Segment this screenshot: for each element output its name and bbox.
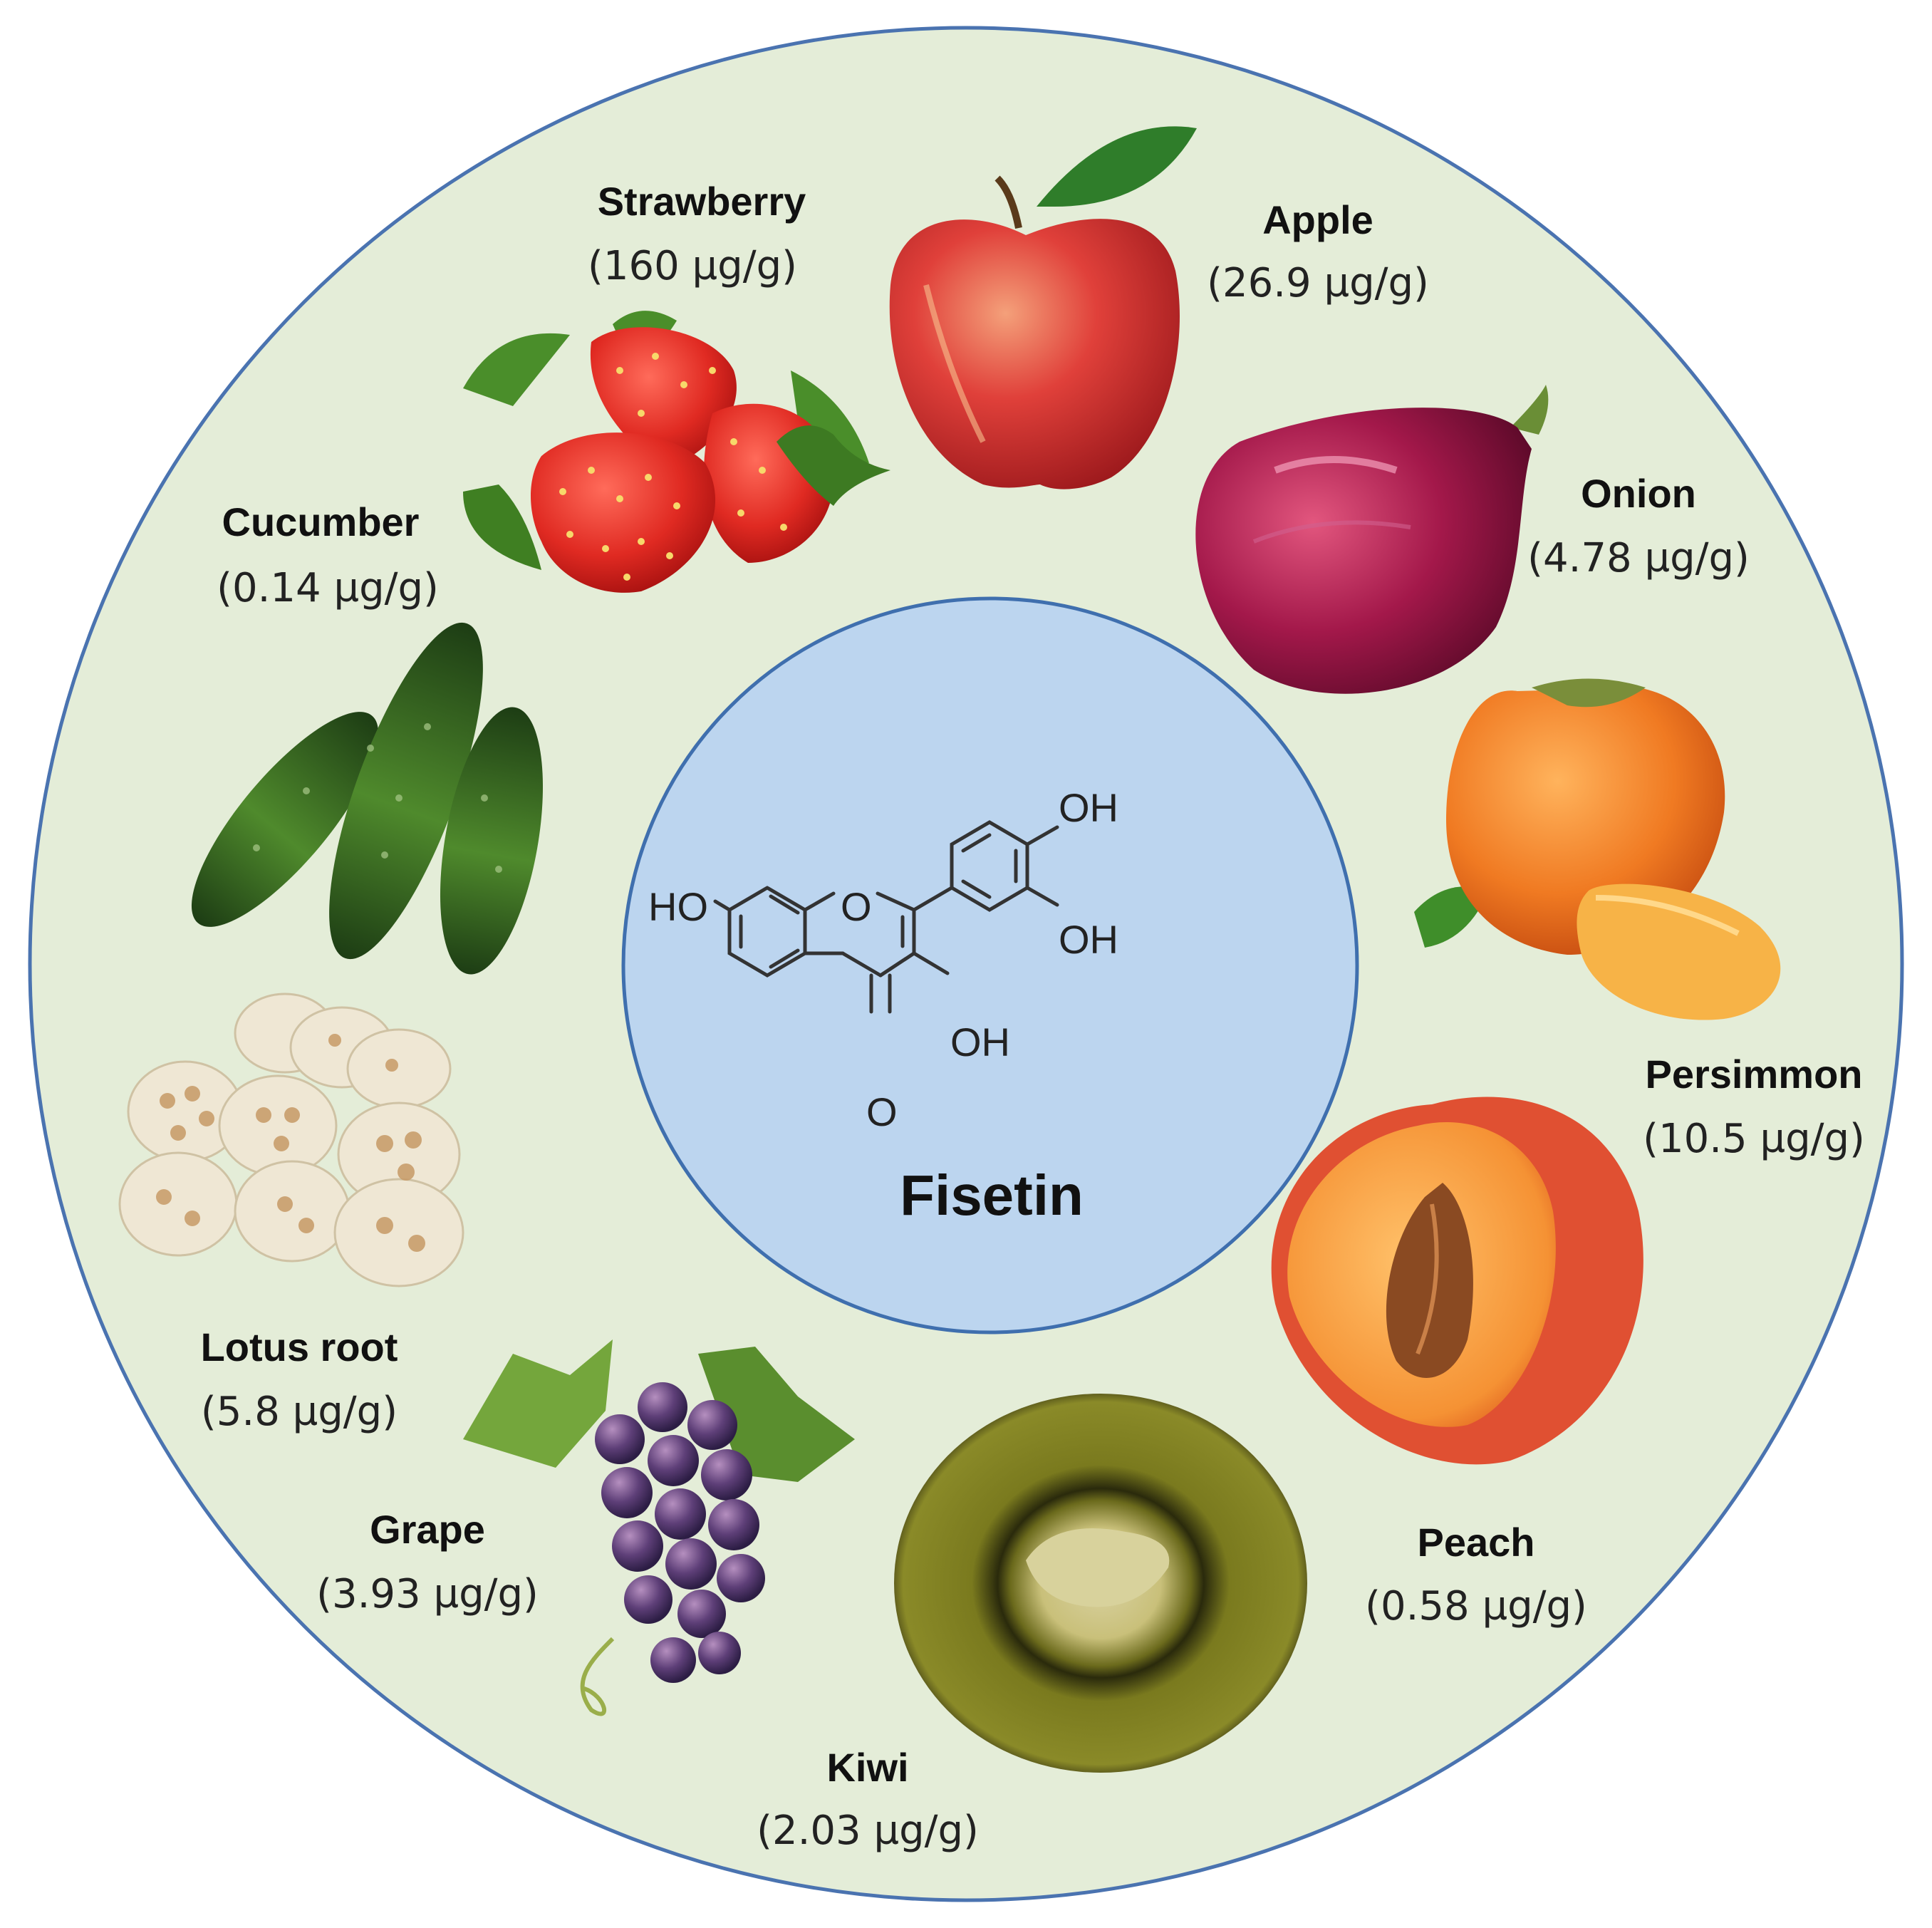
inner-circle: [621, 596, 1359, 1334]
grape-icon: [463, 1339, 855, 1716]
atom-oh-c3: OH: [950, 1020, 1010, 1064]
kiwi-icon: [894, 1394, 1307, 1773]
cucumber-amount: (0.14 µg/g): [217, 565, 439, 611]
peach-name: Peach: [1418, 1520, 1535, 1565]
kiwi-amount: (2.03 µg/g): [757, 1808, 979, 1854]
peach-amount: (0.58 µg/g): [1365, 1583, 1587, 1629]
peach-icon: [1271, 1097, 1643, 1465]
persimmon-name: Persimmon: [1646, 1052, 1863, 1097]
atom-ho-left: HO: [648, 884, 708, 929]
atom-carbonyl-o: O: [866, 1089, 898, 1134]
strawberry-name: Strawberry: [598, 179, 806, 224]
onion-name: Onion: [1581, 471, 1696, 516]
atom-oh-top: OH: [1059, 785, 1118, 830]
atom-ring-o: O: [841, 884, 872, 929]
onion-icon: [1195, 385, 1549, 694]
lotus-root-amount: (5.8 µg/g): [201, 1389, 398, 1435]
strawberry-icon: [463, 311, 890, 593]
fisetin-structure: [713, 820, 1059, 1014]
compound-name: Fisetin: [900, 1163, 1084, 1227]
atom-oh-mid: OH: [1059, 917, 1118, 962]
cucumber-name: Cucumber: [222, 499, 420, 544]
persimmon-amount: (10.5 µg/g): [1643, 1116, 1865, 1162]
onion-amount: (4.78 µg/g): [1527, 535, 1750, 581]
cucumber-icon: [191, 622, 544, 975]
lotus-root-icon: [118, 992, 464, 1287]
kiwi-name: Kiwi: [826, 1745, 908, 1790]
lotus-root-name: Lotus root: [201, 1325, 398, 1369]
grape-amount: (3.93 µg/g): [316, 1571, 539, 1617]
strawberry-amount: (160 µg/g): [588, 243, 797, 289]
persimmon-icon: [1414, 678, 1781, 1020]
apple-name: Apple: [1262, 197, 1373, 242]
apple-amount: (26.9 µg/g): [1207, 260, 1429, 306]
grape-name: Grape: [370, 1507, 485, 1552]
apple-icon: [889, 126, 1197, 489]
